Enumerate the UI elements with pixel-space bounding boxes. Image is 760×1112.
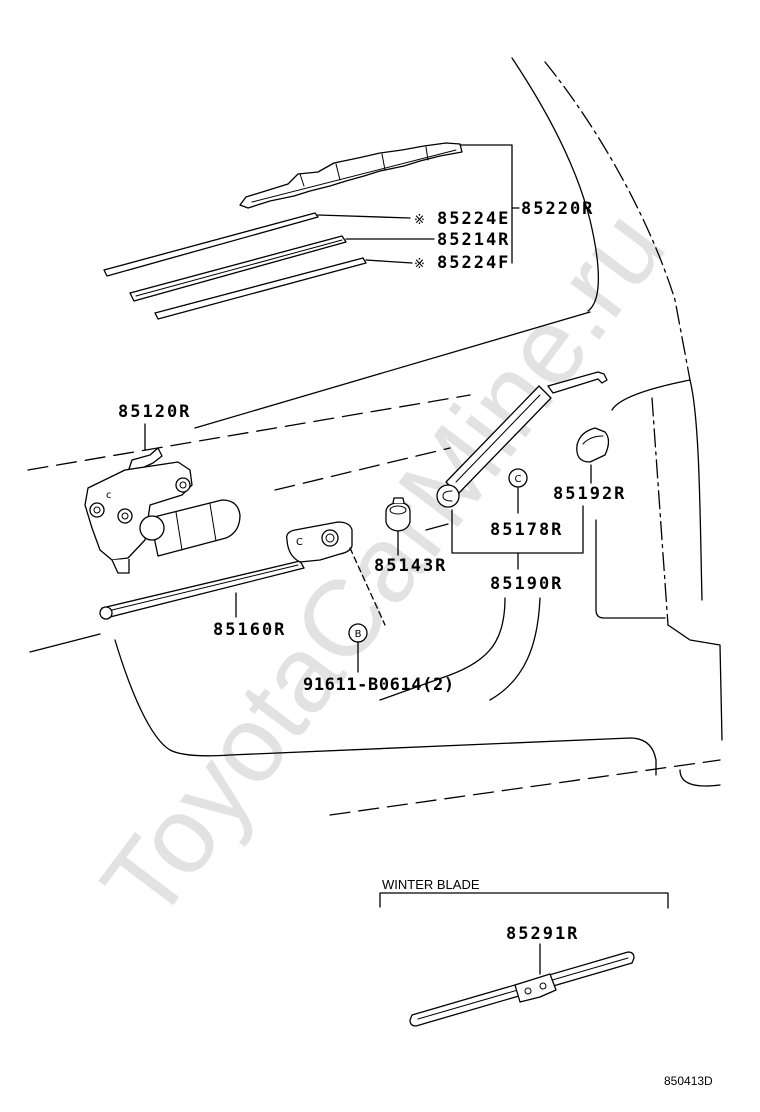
note-mark-lower: ※ <box>414 257 425 272</box>
blade-backing-inner-line <box>135 239 343 297</box>
blade-claw-2 <box>335 163 341 181</box>
arm-nut <box>508 468 528 488</box>
arm-lower-inner-line <box>455 394 541 483</box>
link-pivot-boss-inner <box>325 533 335 543</box>
motor-mount-hole-left-inner <box>93 506 101 514</box>
link-mark: C <box>296 537 303 548</box>
arm-callout-curve-right <box>489 597 541 701</box>
nut-mark: C <box>515 474 522 485</box>
pillar-line <box>651 397 669 626</box>
motor-gear-housing <box>139 515 165 541</box>
vehicle-body-outline <box>27 57 723 816</box>
label-backing: 85214R <box>437 230 510 250</box>
tailgate-left-line <box>29 633 101 653</box>
winter-blade-heading: WINTER BLADE <box>382 877 480 892</box>
label-bolt: 91611-B0614(2) <box>303 675 455 695</box>
motor-mount-hole-right <box>175 477 191 493</box>
motor-mount-hole-left <box>89 502 105 518</box>
body-side-line <box>544 61 691 381</box>
motor-mount-hole-right-inner <box>179 481 187 489</box>
pivot-body <box>385 502 411 532</box>
wiper-arm-assembly <box>436 371 608 508</box>
pivot-top-ring <box>389 505 407 515</box>
bolt-reference-dashed-line <box>349 547 386 626</box>
blade-frame-inner-line <box>251 149 457 203</box>
wiper-blade-assembly <box>239 142 463 209</box>
motor-cylinder-band-1 <box>175 511 183 551</box>
label-cap: 85192R <box>553 484 626 504</box>
label-winter-blade: 85291R <box>506 924 579 944</box>
arm-cap-inner-line <box>582 435 604 445</box>
blade-claw-1 <box>299 173 305 187</box>
label-rubber-lower: 85224F <box>437 253 510 273</box>
winter-blade <box>409 951 635 1027</box>
motor-mount-hole-center <box>117 508 133 524</box>
tailgate-inner-line <box>274 447 451 491</box>
motor-cylinder <box>149 499 241 557</box>
leader-rubber-upper <box>317 214 411 219</box>
label-motor: 85120R <box>118 402 191 422</box>
blade-frame <box>239 142 463 209</box>
motor-bottom-tab <box>111 559 130 574</box>
note-mark-upper: ※ <box>414 213 425 228</box>
tailgate-bottom-edge <box>114 639 657 776</box>
quarter-panel-line <box>611 379 703 601</box>
winter-blade-section-bracket <box>379 892 669 909</box>
label-arm: 85190R <box>490 574 563 594</box>
blade-claw-4 <box>425 146 429 161</box>
motor-mark: c <box>106 490 112 501</box>
wiper-pivot <box>385 497 411 532</box>
diagram-code: 850413D <box>664 1074 713 1088</box>
link-end-joint <box>99 606 113 620</box>
arm-lower-body <box>445 385 552 495</box>
pivot-cap <box>392 497 405 504</box>
motor-cylinder-band-2 <box>209 503 217 542</box>
bumper-top-line <box>329 759 721 816</box>
tailgate-upper-line <box>27 394 471 471</box>
rear-glass-bottom-edge <box>194 311 591 429</box>
winter-blade-clip-hole-2 <box>539 982 547 990</box>
arm-callout-curve-left <box>379 597 506 701</box>
link-rod-inner-line <box>111 564 299 611</box>
blade-rubber-lower <box>154 257 367 320</box>
bumper-corner-line <box>667 624 723 741</box>
tailgate-inner-short-line <box>425 523 449 531</box>
arm-upper-bar <box>547 371 608 394</box>
wiper-motor: c <box>84 447 241 574</box>
leader-blade-assy-bracket <box>459 144 513 264</box>
motor-mount-hole-center-inner <box>121 512 129 520</box>
wiper-link: C <box>99 521 353 620</box>
arm-base-mark <box>442 490 453 502</box>
arm-base-head <box>436 484 460 508</box>
label-blade-assy: 85220R <box>521 199 594 219</box>
lamp-opening-line <box>595 519 666 619</box>
label-link: 85160R <box>213 620 286 640</box>
label-pivot: 85143R <box>374 556 447 576</box>
ref-b-letter: B <box>355 629 362 640</box>
blade-rubber-upper <box>103 212 319 277</box>
winter-blade-clip-hole-1 <box>524 987 532 995</box>
link-pivot-boss <box>321 529 339 547</box>
rear-glass-edge <box>511 57 600 312</box>
blade-claw-3 <box>381 153 386 171</box>
label-rubber-upper: 85224E <box>437 209 510 229</box>
leader-rubber-lower <box>365 259 413 264</box>
winter-blade-clip <box>514 973 557 1003</box>
label-nut: 85178R <box>490 520 563 540</box>
arm-cap <box>576 427 610 463</box>
bumper-step-line <box>679 769 721 787</box>
